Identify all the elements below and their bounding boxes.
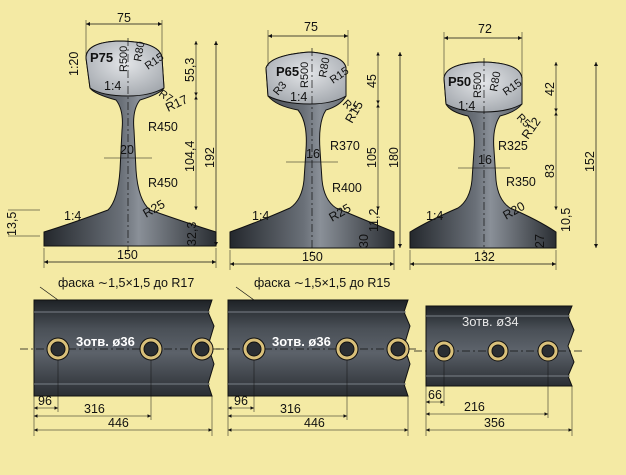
web-panel-2-hole-2 — [335, 337, 359, 361]
web-panel-3: 3отв. ø34 66 216 356 — [414, 305, 584, 436]
rail-profile-2: 75 150 180 45 105 11,2 30 1:4 1:4 16 Р65… — [229, 20, 403, 270]
rail-3-r-web-bottom: R350 — [506, 175, 536, 189]
rail-2-name: Р65 — [276, 64, 299, 79]
rail-3-r-web-top: R325 — [498, 139, 528, 153]
web-panel-2-dim-last: 316 — [280, 402, 301, 416]
rail-2-r-web-bottom: R400 — [332, 181, 362, 195]
rail-3-height: 152 — [583, 151, 597, 172]
rail-1-base-edge: 32,3 — [185, 222, 199, 246]
rail-1-r-web-top: R450 — [148, 120, 178, 134]
rail-1-web-thickness: 20 — [120, 143, 134, 157]
web-panel-3-holes-label: 3отв. ø34 — [462, 314, 519, 329]
web-panel-3-dim-last: 216 — [464, 400, 485, 414]
web-panel-2-hole-1 — [242, 337, 266, 361]
rail-3-head — [443, 61, 523, 113]
rail-1-slope-head: 1:4 — [104, 79, 121, 93]
web-panel-3-dim-first: 66 — [428, 388, 442, 402]
web-panel-3-hole-2 — [487, 340, 509, 362]
web-panel-2: 3отв. ø36 фаска ∼1,5×1,5 до R15 96 316 4… — [216, 276, 418, 436]
web-panel-1-chamfer-note: фаска ∼1,5×1,5 до R17 — [58, 276, 194, 290]
rail-profile-3: 72 132 152 42 83 10,5 27 1:4 1:4 16 Р50 … — [409, 22, 599, 270]
rail-3-r-corner: R80 — [488, 71, 503, 93]
web-panel-2-holes-label: 3отв. ø36 — [272, 334, 331, 349]
rail-1-head-slope: 1:20 — [67, 52, 81, 76]
rail-3-slope-head: 1:4 — [458, 99, 475, 113]
web-panel-2-dim-first: 96 — [234, 394, 248, 408]
rail-3-base-width: 132 — [474, 250, 495, 264]
rail-1-left-edge: 13,5 — [5, 212, 19, 236]
rail-1-r-crown: R500 — [118, 46, 130, 72]
web-panel-1-dim-last: 316 — [84, 402, 105, 416]
web-panel-2-hole-3 — [386, 337, 410, 361]
rail-3-web-height: 83 — [543, 164, 557, 178]
web-panel-2-chamfer-note: фаска ∼1,5×1,5 до R15 — [254, 276, 390, 290]
rail-2-foot-height: 11,2 — [367, 209, 381, 232]
web-panel-1-hole-3 — [190, 337, 214, 361]
rail-2-web-thickness: 16 — [306, 147, 320, 161]
rail-1-r-web-bottom: R450 — [148, 176, 178, 190]
rail-3-foot-height: 10,5 — [559, 208, 573, 232]
rail-2-r-crown: R500 — [299, 62, 311, 88]
rail-2-r-corner: R80 — [317, 57, 332, 79]
rail-3-name: Р50 — [448, 74, 471, 89]
rail-2-web-height: 105 — [365, 147, 379, 168]
rail-2-slope-base: 1:4 — [252, 209, 269, 223]
web-panel-1-hole-1 — [46, 337, 70, 361]
web-panel-1: 3отв. ø36 фаска ∼1,5×1,5 до R17 96 316 4… — [20, 276, 222, 436]
web-panel-3-dim-total: 356 — [484, 416, 505, 430]
rail-2-head — [265, 51, 347, 105]
rail-1-height: 192 — [203, 147, 217, 168]
rail-3-r-crown: R500 — [472, 72, 484, 98]
rail-2-base-edge: 30 — [357, 234, 371, 248]
rail-3-base-edge: 27 — [533, 234, 547, 248]
rail-2-slope-head: 1:4 — [290, 90, 307, 104]
rail-1-web-height: 104,4 — [183, 141, 197, 172]
rail-3-head-height: 42 — [543, 82, 557, 96]
web-panel-3-hole-3 — [537, 340, 559, 362]
rail-3-top-width: 72 — [478, 22, 492, 36]
rail-1-slope-base: 1:4 — [64, 209, 81, 223]
web-panel-1-dim-first: 96 — [38, 394, 52, 408]
rail-1-head — [85, 40, 165, 97]
rail-2-base-width: 150 — [302, 250, 323, 264]
rail-profile-1: 75 150 192 55,3 104,4 32,3 13,5 1:20 1:4… — [5, 11, 219, 268]
rail-2-head-height: 45 — [365, 74, 379, 88]
rail-1-name: Р75 — [90, 50, 113, 65]
rail-1-r-corner: R80 — [132, 41, 147, 63]
web-panel-2-dim-total: 446 — [304, 416, 325, 430]
rail-1-base-width: 150 — [117, 248, 138, 262]
rail-3-slope-base: 1:4 — [426, 209, 443, 223]
web-panel-1-hole-2 — [139, 337, 163, 361]
rail-2-top-width: 75 — [304, 20, 318, 34]
rail-2-height: 180 — [387, 147, 401, 168]
web-panel-3-hole-1 — [433, 340, 455, 362]
rail-1-top-width: 75 — [117, 11, 131, 25]
rail-1-head-height: 55,3 — [183, 58, 197, 82]
web-panel-1-dim-total: 446 — [108, 416, 129, 430]
rail-2-r-web-top: R370 — [330, 139, 360, 153]
rail-3-web-thickness: 16 — [478, 153, 492, 167]
web-panel-1-holes-label: 3отв. ø36 — [76, 334, 135, 349]
